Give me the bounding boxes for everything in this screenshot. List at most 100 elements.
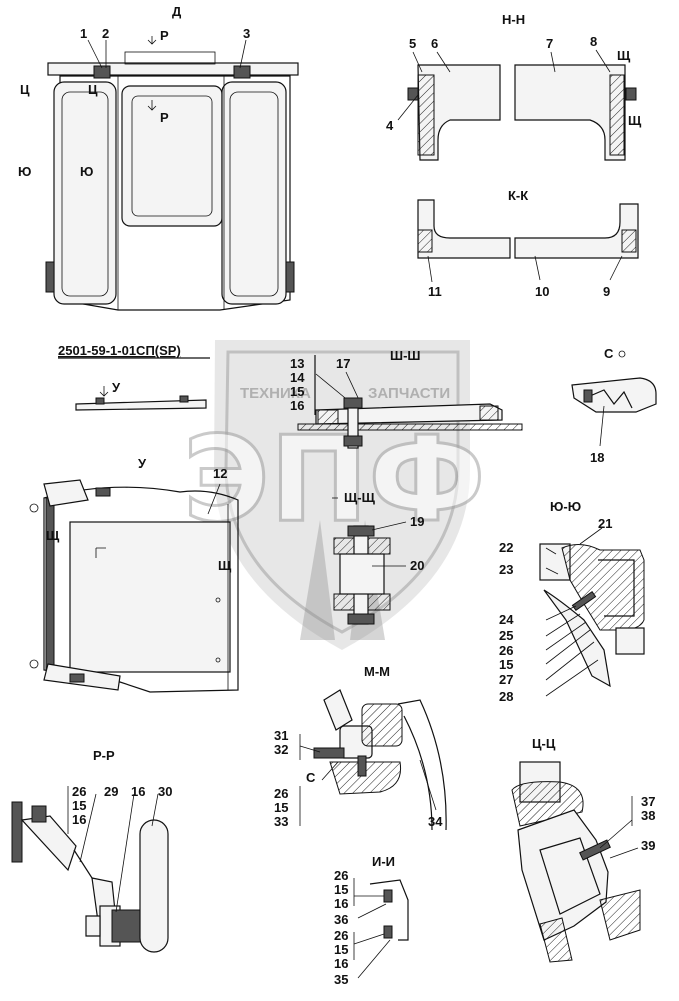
watermark-text-1: ТЕХНИКА xyxy=(240,385,311,402)
marker-y-small: У xyxy=(112,380,121,395)
callout-26-mm: 26 xyxy=(274,786,288,801)
rr-pillar xyxy=(139,819,169,953)
marker-r-center: Р xyxy=(160,110,169,125)
callout-4: 4 xyxy=(386,118,394,133)
callout-15-ss: 15 xyxy=(290,384,304,399)
rr-base-plate xyxy=(11,801,23,863)
view-d: Д 1 2 3 Р Р Ц Ц Ю Ю xyxy=(18,4,299,311)
callout-16-ss: 16 xyxy=(290,398,304,413)
callout-34: 34 xyxy=(428,814,443,829)
view-d-title: Д xyxy=(172,4,182,19)
section-ii: И-И 26 15 16 36 26 15 16 35 xyxy=(334,854,409,987)
callout-36: 36 xyxy=(334,912,348,927)
callout-11: 11 xyxy=(428,284,442,299)
view-d-left-window xyxy=(53,81,117,305)
kk-right-profile xyxy=(514,203,639,259)
marker-shch-1: Щ xyxy=(617,48,631,63)
callout-15-ii: 15 xyxy=(334,882,348,897)
callout-16-ii-b: 16 xyxy=(334,956,348,971)
yu-profile xyxy=(543,589,611,688)
callout-22: 22 xyxy=(499,540,513,555)
section-kk: К-К 11 10 9 xyxy=(417,188,639,299)
ss-bolt-head xyxy=(343,397,363,409)
callout-26-yu: 26 xyxy=(499,643,513,658)
callout-37: 37 xyxy=(641,794,655,809)
view-s: С 18 xyxy=(571,346,657,465)
marker-shch-y1: Щ xyxy=(46,528,60,543)
drawing-number: 2501-59-1-01СП(SP) xyxy=(58,343,181,358)
callout-25: 25 xyxy=(499,628,513,643)
section-shch: Щ-Щ 19 20 xyxy=(332,490,424,625)
callout-6: 6 xyxy=(431,36,438,51)
section-nn-title: Н-Н xyxy=(502,12,525,27)
callout-20: 20 xyxy=(410,558,424,573)
callout-8: 8 xyxy=(590,34,597,49)
callout-35: 35 xyxy=(334,972,348,987)
section-yu: Ю-Ю 21 22 23 24 25 26 15 27 28 xyxy=(499,499,645,704)
section-yu-title: Ю-Ю xyxy=(550,499,581,514)
marker-ts-left: Ц xyxy=(20,82,30,97)
watermark-logo: ЭПФ xyxy=(183,410,485,548)
callout-9: 9 xyxy=(603,284,610,299)
section-ss-title: Ш-Ш xyxy=(390,348,420,363)
marker-yu-left: Ю xyxy=(18,164,31,179)
section-nn: Н-Н 5 6 7 8 4 Щ Щ xyxy=(386,12,642,161)
callout-13: 13 xyxy=(290,356,304,371)
marker-r-top: Р xyxy=(160,28,169,43)
callout-24: 24 xyxy=(499,612,514,627)
callout-19: 19 xyxy=(410,514,424,529)
view-s-title: С xyxy=(604,346,614,361)
section-mm: М-М 31 32 С 26 15 33 34 xyxy=(274,664,447,831)
callout-3: 3 xyxy=(243,26,250,41)
marker-s-mm: С xyxy=(306,770,316,785)
view-d-right-window xyxy=(221,81,287,305)
marker-ts-inner: Ц xyxy=(88,82,98,97)
callout-38: 38 xyxy=(641,808,655,823)
mm-seal xyxy=(361,703,403,747)
marker-shch-y2: Щ xyxy=(218,558,232,573)
marker-shch-2: Щ xyxy=(628,113,642,128)
callout-27: 27 xyxy=(499,672,513,687)
callout-28: 28 xyxy=(499,689,513,704)
section-mm-title: М-М xyxy=(364,664,390,679)
callout-26-ii-b: 26 xyxy=(334,928,348,943)
view-y: У 12 Щ Щ xyxy=(29,456,239,693)
nn-right-profile xyxy=(514,64,626,161)
callout-39: 39 xyxy=(641,838,655,853)
view-d-top-rail xyxy=(47,62,299,76)
view-y-title: У xyxy=(138,456,147,471)
section-tsts: Ц-Ц 37 38 39 xyxy=(511,736,655,963)
s-seal-profile xyxy=(571,377,657,413)
callout-7: 7 xyxy=(546,36,553,51)
callout-17: 17 xyxy=(336,356,350,371)
callout-10: 10 xyxy=(535,284,549,299)
marker-yu-inner: Ю xyxy=(80,164,93,179)
callout-15-yu: 15 xyxy=(499,657,513,672)
callout-14: 14 xyxy=(290,370,305,385)
mm-lock-handle xyxy=(323,689,353,731)
callout-2: 2 xyxy=(102,26,109,41)
callout-1: 1 xyxy=(80,26,87,41)
callout-21: 21 xyxy=(598,516,612,531)
callout-16-rr: 16 xyxy=(72,812,86,827)
nn-left-profile xyxy=(417,64,501,161)
callout-32: 32 xyxy=(274,742,288,757)
callout-23: 23 xyxy=(499,562,513,577)
callout-15-mm: 15 xyxy=(274,800,288,815)
view-d-center-window xyxy=(121,85,223,227)
callout-26-ii: 26 xyxy=(334,868,348,883)
section-tsts-title: Ц-Ц xyxy=(532,736,556,751)
section-rr-title: Р-Р xyxy=(93,748,115,763)
callout-15-rr: 15 xyxy=(72,798,86,813)
section-shch-title: Щ-Щ xyxy=(344,490,376,505)
watermark-text-2: ЗАПЧАСТИ xyxy=(368,385,450,402)
callout-15-ii-b: 15 xyxy=(334,942,348,957)
ss-base-plate xyxy=(297,423,523,431)
y-small-plate xyxy=(75,399,207,411)
ss-panel xyxy=(315,403,503,425)
callout-31: 31 xyxy=(274,728,288,743)
callout-29: 29 xyxy=(104,784,118,799)
callout-16-rr-b: 16 xyxy=(131,784,145,799)
callout-16-ii: 16 xyxy=(334,896,348,911)
